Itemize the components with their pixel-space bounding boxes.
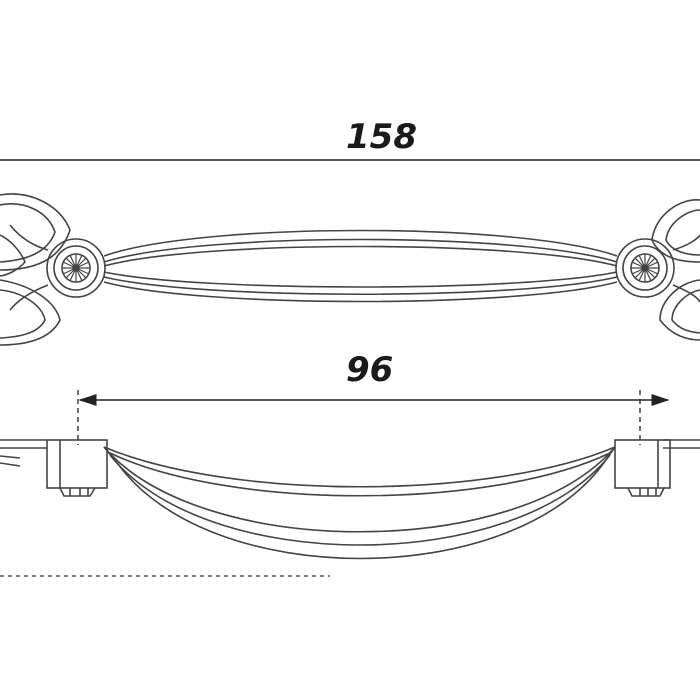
handle-side-view	[0, 439, 700, 560]
hole-spacing-label: 96	[346, 350, 394, 390]
left-foot	[46, 439, 108, 497]
handle-bar-top	[103, 229, 618, 303]
handle-bow-side	[103, 446, 616, 560]
right-rosette	[615, 238, 675, 298]
overall-length-label: 158	[346, 117, 417, 157]
right-foot	[614, 439, 671, 497]
left-rosette	[46, 238, 106, 298]
hole-spacing-dimension	[77, 390, 670, 445]
left-leaf-ornament	[0, 193, 71, 346]
handle-top-view	[0, 193, 700, 346]
